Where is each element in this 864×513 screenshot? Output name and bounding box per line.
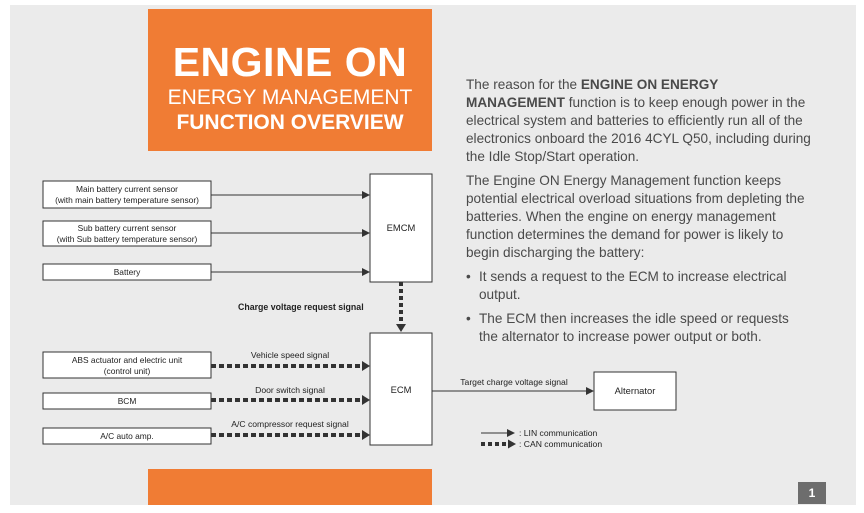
svg-text:: CAN communication: : CAN communication bbox=[519, 439, 602, 449]
title-banner: ENGINE ON ENERGY MANAGEMENT FUNCTION OVE… bbox=[148, 9, 432, 151]
input-box-bcm: BCM bbox=[42, 392, 212, 410]
can-arrowhead-icon bbox=[362, 430, 370, 440]
svg-text:Vehicle speed signal: Vehicle speed signal bbox=[251, 350, 329, 360]
paragraph-2: The Engine ON Energy Management function… bbox=[466, 173, 805, 260]
svg-text:: LIN communication: : LIN communication bbox=[519, 428, 598, 438]
can-arrowhead-icon bbox=[362, 361, 370, 371]
title-line-3: FUNCTION OVERVIEW bbox=[176, 111, 404, 134]
bullet-dot-icon: • bbox=[466, 311, 471, 326]
bullet-item-1: •It sends a request to the ECM to increa… bbox=[466, 269, 787, 302]
page-number: 1 bbox=[798, 482, 826, 504]
input-box-battery: Battery bbox=[42, 263, 212, 281]
title-line-1: ENGINE ON bbox=[172, 39, 408, 85]
svg-text:(control unit): (control unit) bbox=[104, 366, 151, 376]
svg-text:A/C auto amp.: A/C auto amp. bbox=[100, 431, 154, 441]
can-arrowhead-icon bbox=[396, 324, 406, 332]
input-box-sub-battery-sensor: Sub battery current sensor (with Sub bat… bbox=[42, 220, 212, 247]
bullet-list: •It sends a request to the ECM to increa… bbox=[466, 268, 811, 346]
svg-text:(with main battery temperature: (with main battery temperature sensor) bbox=[55, 195, 199, 205]
legend: : LIN communication : CAN communication bbox=[481, 428, 602, 449]
description-text: The reason for the ENGINE ON ENERGY MANA… bbox=[466, 76, 811, 352]
paragraph-1: The reason for the ENGINE ON ENERGY MANA… bbox=[466, 77, 811, 164]
svg-text:Door switch signal: Door switch signal bbox=[255, 385, 325, 395]
svg-text:ECM: ECM bbox=[391, 384, 412, 395]
title-line-2: ENERGY MANAGEMENT bbox=[167, 86, 413, 109]
input-box-main-battery-sensor: Main battery current sensor (with main b… bbox=[42, 180, 212, 209]
svg-text:(with Sub battery temperature: (with Sub battery temperature sensor) bbox=[57, 234, 198, 244]
svg-text:EMCM: EMCM bbox=[387, 222, 416, 233]
svg-text:BCM: BCM bbox=[118, 396, 137, 406]
ecm-box: ECM bbox=[369, 332, 433, 446]
input-box-ac-auto-amp: A/C auto amp. bbox=[42, 427, 212, 445]
svg-text:Battery: Battery bbox=[114, 267, 141, 277]
svg-text:Sub battery current sensor: Sub battery current sensor bbox=[78, 223, 177, 233]
svg-text:ABS actuator and electric unit: ABS actuator and electric unit bbox=[72, 355, 183, 365]
svg-text:Charge voltage request signal: Charge voltage request signal bbox=[238, 302, 364, 312]
svg-text:Target charge voltage signal: Target charge voltage signal bbox=[460, 377, 568, 387]
svg-text:Main battery current sensor: Main battery current sensor bbox=[76, 184, 178, 194]
can-arrowhead-icon bbox=[362, 395, 370, 405]
emcm-box: EMCM bbox=[369, 173, 433, 283]
svg-text:Alternator: Alternator bbox=[615, 385, 656, 396]
bottom-accent-bar bbox=[148, 469, 432, 505]
svg-text:A/C compressor request signal: A/C compressor request signal bbox=[231, 419, 349, 429]
emphasis-text: ENGINE ON ENERGY MANAGEMENT bbox=[466, 77, 719, 110]
bullet-dot-icon: • bbox=[466, 269, 471, 284]
input-box-abs-actuator: ABS actuator and electric unit (control … bbox=[42, 351, 212, 379]
bullet-item-2: •The ECM then increases the idle speed o… bbox=[466, 311, 789, 344]
alternator-box: Alternator bbox=[593, 371, 677, 411]
legend-can-arrowhead-icon bbox=[508, 439, 516, 449]
